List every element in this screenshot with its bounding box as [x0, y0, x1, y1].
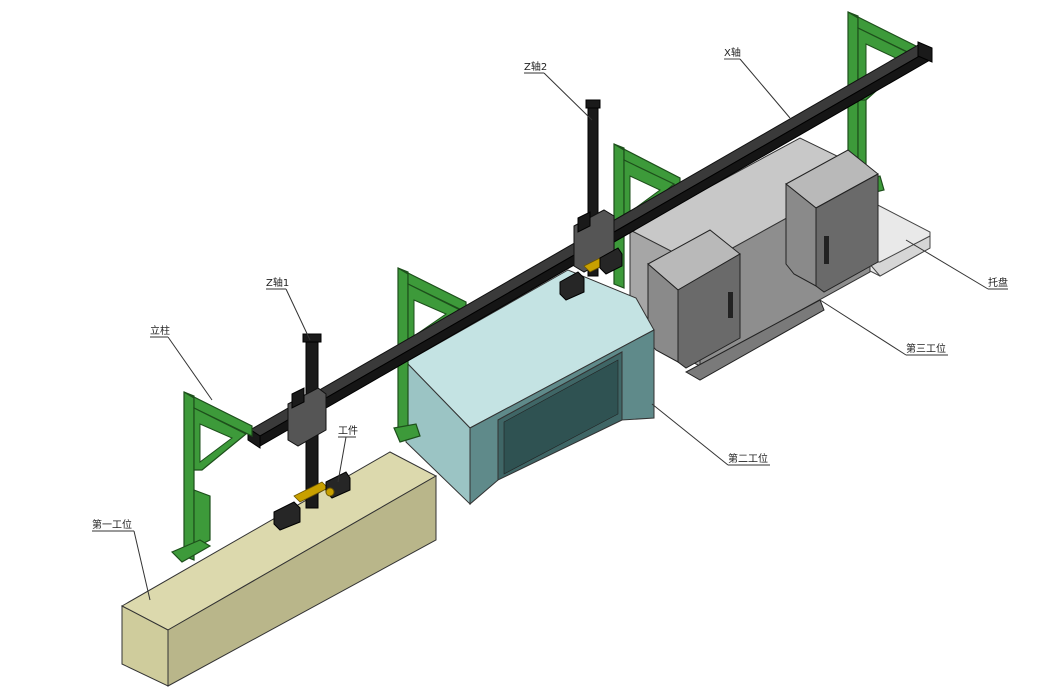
label-station-1-text: 第一工位	[92, 518, 132, 531]
label-station-2: 第二工位	[651, 403, 770, 466]
label-z-axis-2-text: Z轴2	[524, 60, 547, 73]
label-workpiece-text: 工件	[338, 425, 358, 437]
label-column-text: 立柱	[150, 324, 170, 337]
label-z-axis-2: Z轴2	[524, 60, 593, 121]
label-z-axis-1-text: Z轴1	[266, 276, 289, 289]
label-station-2-text: 第二工位	[728, 452, 768, 465]
label-x-axis-text: X轴	[724, 46, 741, 59]
label-column: 立柱	[150, 324, 213, 401]
station-1	[120, 451, 438, 687]
label-workpiece: 工件	[337, 425, 358, 483]
label-z-axis-1: Z轴1	[266, 276, 311, 341]
label-station-3-text: 第三工位	[906, 342, 946, 355]
z-axis-2	[559, 99, 623, 301]
label-x-axis: X轴	[724, 46, 791, 119]
label-tray: 托盘	[905, 239, 1008, 290]
label-tray-text: 托盘	[988, 276, 1008, 289]
gripper-2	[559, 247, 623, 301]
z-axis-1	[273, 333, 351, 531]
gripper-1	[273, 471, 351, 531]
label-station-1: 第一工位	[92, 518, 151, 601]
station-2	[405, 269, 655, 506]
label-station-3: 第三工位	[819, 299, 948, 356]
column-1	[170, 391, 253, 563]
